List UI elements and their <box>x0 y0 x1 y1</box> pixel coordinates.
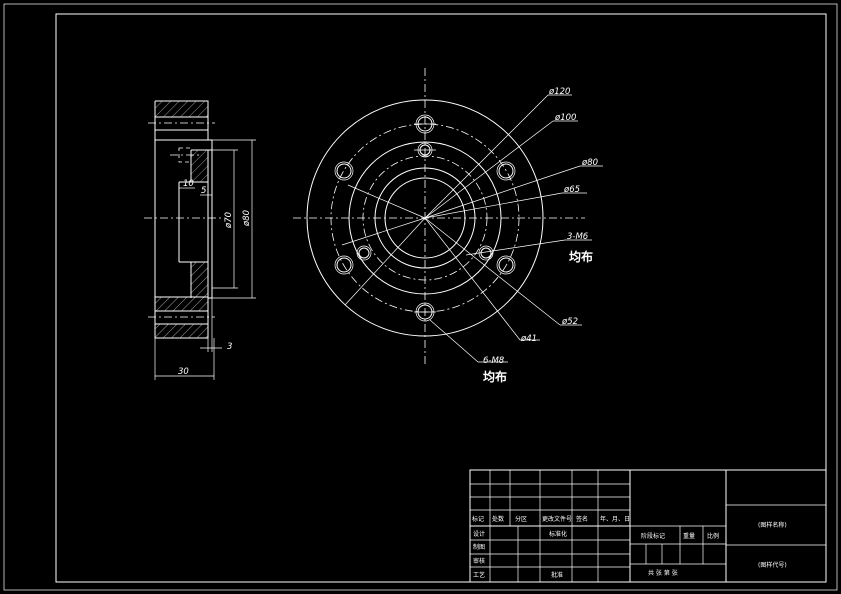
front-view <box>293 68 603 367</box>
label-6-m8: 6-M8 <box>483 356 505 366</box>
label-3-m6: 3-M6 <box>567 232 589 242</box>
label-m6-uniform: 均布 <box>569 249 593 264</box>
tb-zone: 分区 <box>515 515 527 523</box>
hatch-bottom <box>155 297 208 311</box>
circle-d52 <box>374 167 476 269</box>
label-d41: ø41 <box>520 334 537 344</box>
tb-design: 设计 <box>473 530 485 538</box>
label-d80: ø80 <box>581 158 598 168</box>
tb-scale: 比例 <box>707 532 719 540</box>
circle-d80 <box>348 141 502 295</box>
outer-border <box>3 3 838 591</box>
circle-d120 <box>306 99 544 337</box>
tb-review: 审核 <box>473 557 485 565</box>
tb-sheets: 共 张 第 张 <box>648 569 678 577</box>
tb-standardize: 标准化 <box>549 530 567 538</box>
dim-5-label: 5 <box>201 186 206 196</box>
pcd-d65 <box>362 155 488 281</box>
tb-signature: 签名 <box>576 515 588 523</box>
side-section-view <box>144 100 256 380</box>
tb-drawing-code: (图样代号) <box>758 561 787 569</box>
dim-phi80-label: ø80 <box>242 210 252 227</box>
dim-3-label: 3 <box>227 342 232 352</box>
dim-10-label: 10 <box>183 179 194 189</box>
title-block <box>469 469 827 583</box>
tb-mark: 标记 <box>472 515 484 523</box>
label-d52: ø52 <box>561 317 578 327</box>
tb-change-doc: 更改文件号 <box>542 515 572 523</box>
tb-approve: 批准 <box>551 571 563 579</box>
hatch-inner-bottom <box>191 262 208 298</box>
dim-30-label: 30 <box>178 367 189 377</box>
label-d100: ø100 <box>554 113 576 123</box>
tb-draw: 制图 <box>473 543 485 551</box>
tb-count: 处数 <box>492 515 504 523</box>
hatch-top <box>155 101 208 117</box>
circle-d41 <box>384 177 466 259</box>
tb-drawing-name: (图样名称) <box>758 521 787 529</box>
hatch-inner-top <box>191 150 208 182</box>
tb-stage-mark: 阶段标记 <box>641 532 665 540</box>
dim-phi70-label: ø70 <box>224 212 234 229</box>
hatch-lower <box>155 324 208 338</box>
label-d120: ø120 <box>548 87 570 97</box>
label-d65: ø65 <box>563 185 580 195</box>
tb-weight: 重量 <box>683 532 695 540</box>
inner-border <box>55 13 827 583</box>
tb-date: 年、月、日 <box>600 515 630 523</box>
tb-process: 工艺 <box>473 571 485 579</box>
label-m8-uniform: 均布 <box>483 369 507 384</box>
